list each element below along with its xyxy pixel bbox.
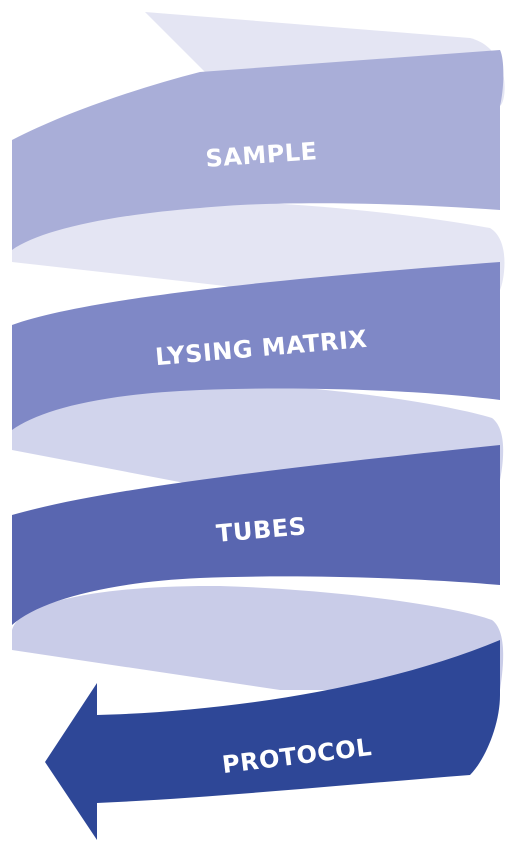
band-lysing-matrix <box>12 262 500 430</box>
band-tubes <box>12 445 500 625</box>
band-protocol-arrow <box>45 640 500 840</box>
band-sample <box>12 50 504 250</box>
ribbon-back-3 <box>12 585 504 690</box>
